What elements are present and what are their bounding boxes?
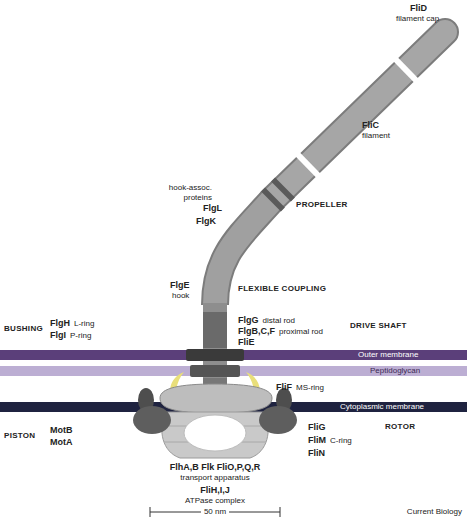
protein-name: FliC (362, 120, 379, 131)
flgk-ring (271, 198, 275, 202)
filament-break (395, 59, 417, 82)
transport-apparatus (184, 415, 246, 451)
protein-name: FliD (410, 3, 427, 14)
flgl-ring (281, 188, 285, 192)
part-description: transport apparatus (180, 473, 249, 483)
protein-name: FliH,I,J (200, 485, 230, 496)
part-description: hook (172, 291, 189, 301)
scale-tick (150, 507, 151, 517)
part-description: Current Biology (407, 507, 462, 517)
c-ring (162, 412, 269, 458)
p-ring (190, 365, 240, 377)
protein-name: FliM (308, 435, 326, 446)
membrane-label: Peptidoglycan (370, 366, 420, 376)
protein-name: FlgL (203, 203, 222, 214)
membrane-label: Outer membrane (358, 350, 418, 360)
protein-name: MotA (50, 437, 73, 448)
protein-name: FlgB,C,F (238, 326, 275, 337)
protein-name: FliN (308, 448, 325, 459)
part-description: proximal rod (279, 327, 323, 337)
scale-tick (280, 507, 281, 517)
ms-ring (160, 384, 272, 413)
part-description: 50 nm (201, 507, 229, 517)
part-description: C-ring (330, 436, 352, 446)
protein-name: MotB (50, 425, 73, 436)
part-role: ROTOR (385, 422, 415, 432)
part-description: ATPase complex (185, 496, 245, 506)
part-description: L-ring (74, 319, 94, 329)
part-description: distal rod (263, 316, 295, 326)
part-description: hook-assoc. proteins (160, 183, 212, 203)
protein-name: FliE (238, 337, 255, 348)
mota (133, 406, 171, 434)
part-description: filament cap (396, 14, 439, 24)
protein-name: FliF (276, 382, 292, 393)
protein-name: FlgH (50, 318, 70, 329)
filament-fill (272, 32, 445, 200)
part-role: DRIVE SHAFT (350, 321, 407, 331)
protein-name: FlgG (238, 315, 259, 326)
distal-rod (203, 312, 227, 348)
part-description: filament (362, 131, 390, 141)
membrane-label: Cytoplasmic membrane (340, 402, 424, 412)
part-description: P-ring (70, 331, 91, 341)
l-ring (186, 349, 244, 361)
filament (272, 32, 445, 200)
part-role: FLEXIBLE COUPLING (238, 284, 326, 294)
filament-break (297, 154, 319, 177)
mota (259, 406, 297, 434)
protein-name: FlgI (50, 330, 66, 341)
part-role: PROPELLER (296, 200, 348, 210)
protein-name: FliG (308, 422, 326, 433)
protein-name: FlgE (170, 280, 190, 291)
protein-name: FlgK (196, 216, 216, 227)
part-role: PISTON (4, 431, 35, 441)
protein-name: FlhA,B Flk FliO,P,Q,R (170, 462, 260, 473)
part-role: BUSHING (4, 324, 43, 334)
part-description: MS-ring (296, 383, 324, 393)
